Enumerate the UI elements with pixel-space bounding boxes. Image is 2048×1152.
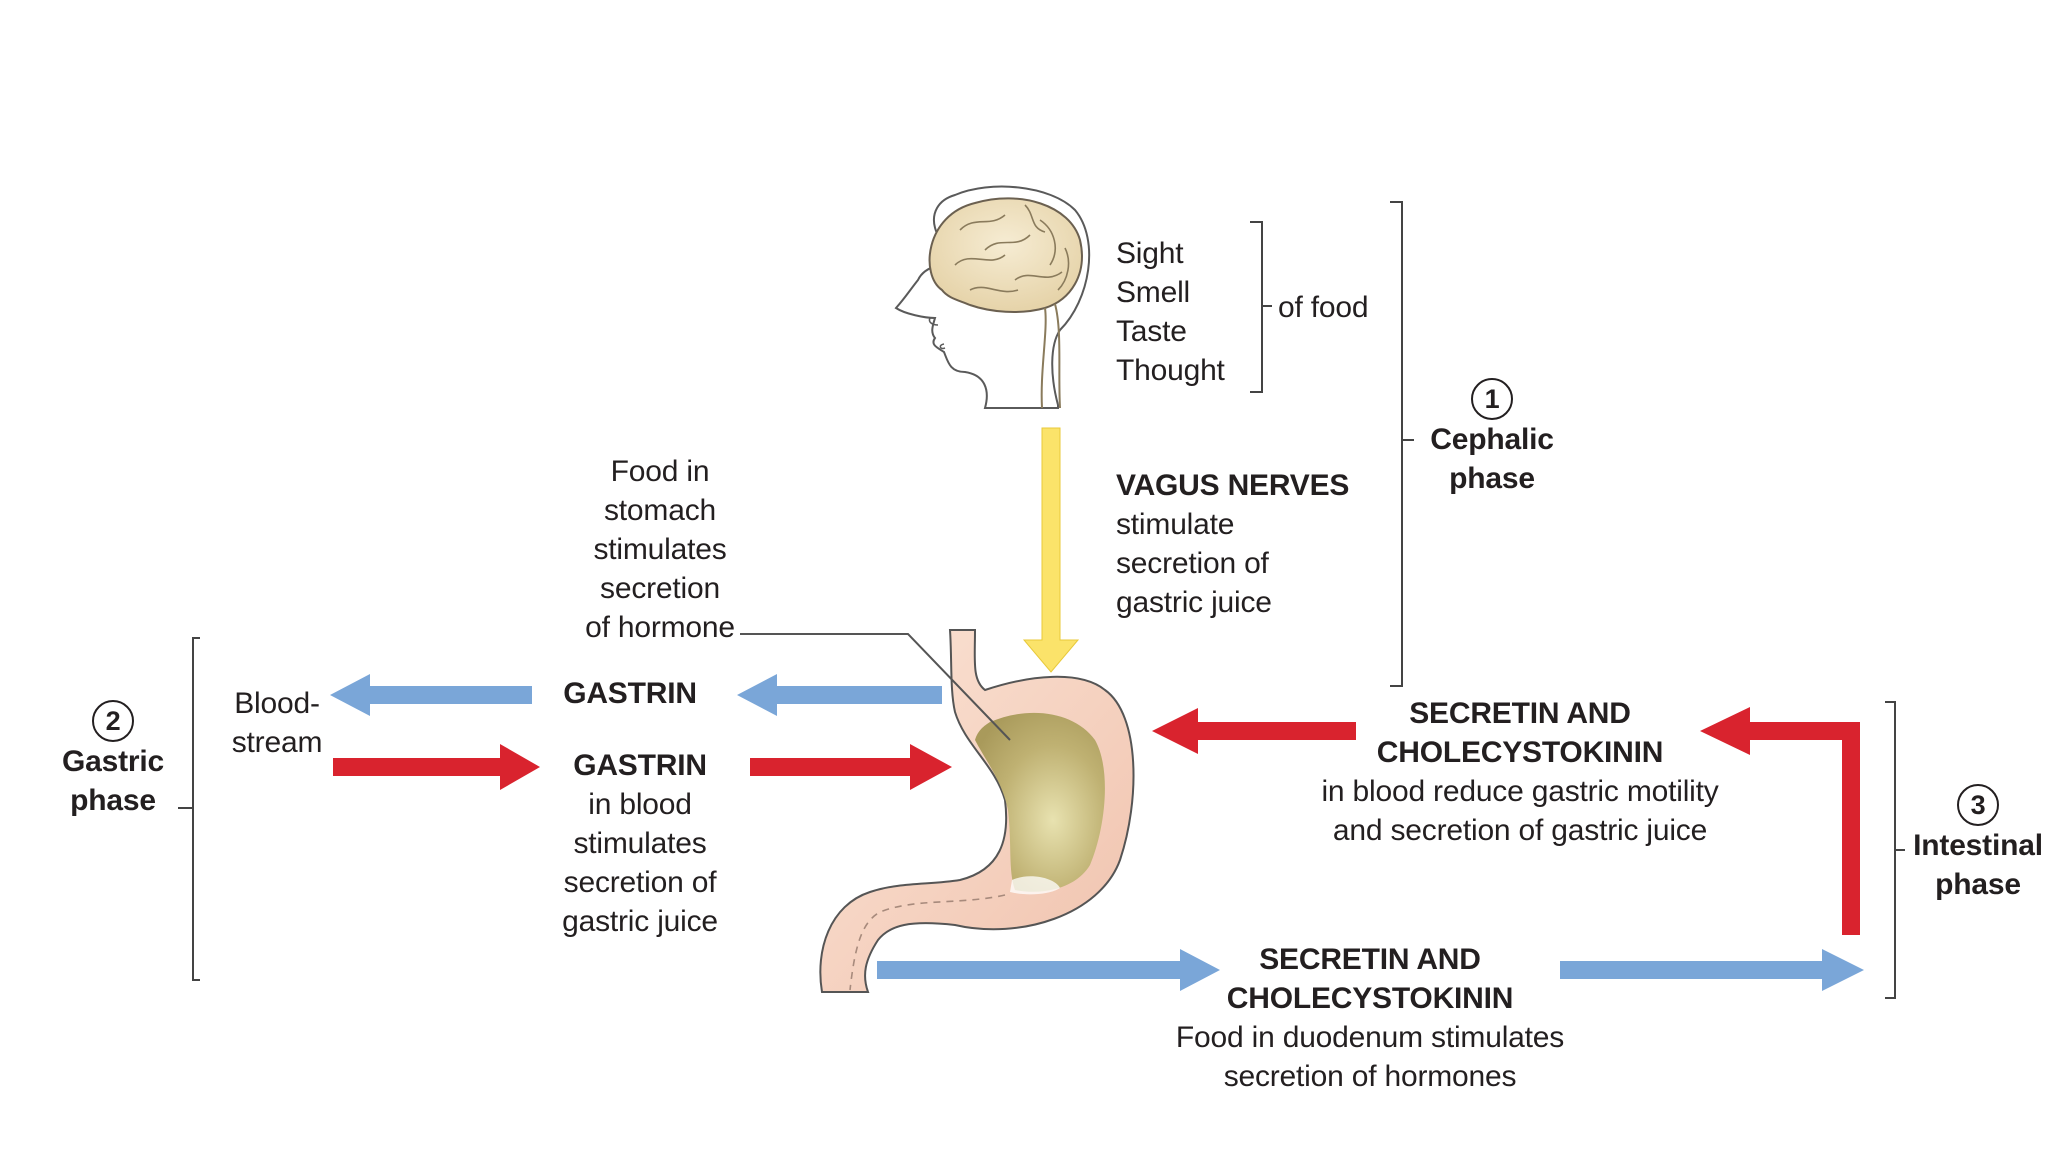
intestinal-phase-label: 3 Intestinal phase (1908, 784, 2048, 904)
bloodstream-line-1: Blood- (234, 687, 320, 720)
vagus-arrow (1022, 427, 1080, 673)
hormone-leader-line (740, 633, 1011, 741)
food-in-stomach-line-4: secretion (600, 572, 720, 605)
vagus-line-2: secretion of (1116, 547, 1269, 580)
phase-number-2: 2 (92, 700, 134, 742)
bloodstream-label: Blood- stream (222, 684, 332, 762)
gastrin-arrow-from-stomach (737, 674, 942, 716)
food-in-stomach-line-1: Food in (610, 455, 710, 488)
secretin-top-label: SECRETIN AND CHOLECYSTOKININ in blood re… (1300, 694, 1740, 850)
vagus-line-1: stimulate (1116, 508, 1235, 541)
gastric-phase-label: 2 Gastric phase (48, 700, 178, 820)
food-in-stomach-label: Food in stomach stimulates secretion of … (570, 452, 750, 647)
secretin-arrow-return-loop (1700, 707, 1860, 935)
secretin-arrow-to-stomach (1152, 708, 1356, 754)
secretin-bottom-line-2: secretion of hormones (1223, 1060, 1517, 1093)
secretin-bottom-title-line-2: CHOLECYSTOKININ (1226, 982, 1514, 1015)
vagus-line-3: gastric juice (1116, 586, 1272, 619)
gastrin-top-label: GASTRIN (563, 677, 697, 710)
gastrin-arrow-to-bloodstream (330, 674, 532, 716)
cephalic-phase-name-line2: phase (1449, 462, 1535, 495)
gastrin-bottom-line-2: stimulates (573, 827, 707, 860)
secretin-top-title-line-2: CHOLECYSTOKININ (1376, 736, 1664, 769)
hormones-arrow-to-intestinal (1560, 949, 1864, 991)
sense-sight: Sight (1116, 237, 1184, 270)
gastrin-bottom-line-1: in blood (588, 788, 692, 821)
gastrin-bottom-title: GASTRIN (573, 749, 707, 782)
phase-number-1: 1 (1471, 378, 1513, 420)
sense-taste: Taste (1116, 315, 1187, 348)
head-brain-illustration (894, 185, 1091, 409)
gastric-bracket (178, 637, 200, 981)
duodenum-arrow-to-hormones (877, 949, 1220, 991)
secretin-bottom-title-line-1: SECRETIN AND (1259, 943, 1481, 976)
gastrin-arrow-from-bloodstream (333, 744, 540, 790)
gastrin-bottom-line-4: gastric juice (562, 905, 718, 938)
of-food-label: of food (1278, 291, 1369, 324)
intestinal-phase-name-line1: Intestinal (1913, 829, 2043, 862)
intestinal-phase-name-line2: phase (1935, 868, 2021, 901)
sense-smell: Smell (1116, 276, 1191, 309)
cephalic-phase-label: 1 Cephalic phase (1422, 378, 1562, 498)
cephalic-bracket (1390, 201, 1414, 687)
food-in-stomach-line-5: of hormone (585, 611, 735, 644)
gastrin-arrow-to-stomach (750, 744, 952, 790)
cephalic-phase-name-line1: Cephalic (1430, 423, 1554, 456)
food-in-stomach-line-2: stomach (604, 494, 716, 527)
secretin-bottom-line-1: Food in duodenum stimulates (1175, 1021, 1565, 1054)
gastrin-bottom-line-3: secretion of (563, 866, 717, 899)
gastric-phase-name-line1: Gastric (62, 745, 164, 778)
intestinal-bracket (1885, 701, 1905, 999)
secretin-top-line-1: in blood reduce gastric motility (1321, 775, 1719, 808)
phase-number-3: 3 (1957, 784, 1999, 826)
secretin-top-title-line-1: SECRETIN AND (1409, 697, 1631, 730)
food-in-stomach-line-3: stimulates (593, 533, 727, 566)
senses-bracket (1250, 221, 1272, 393)
bloodstream-line-2: stream (231, 726, 323, 759)
sense-thought: Thought (1116, 354, 1225, 387)
stomach-illustration (819, 629, 1135, 993)
gastrin-bottom-label: GASTRIN in blood stimulates secretion of… (540, 746, 740, 941)
gastric-phase-name-line2: phase (70, 784, 156, 817)
senses-list: Sight Smell Taste Thought (1116, 234, 1225, 390)
secretin-bottom-label: SECRETIN AND CHOLECYSTOKININ Food in duo… (1160, 940, 1580, 1096)
vagus-nerves-title: VAGUS NERVES (1116, 469, 1350, 502)
vagus-nerves-label: VAGUS NERVES stimulate secretion of gast… (1116, 466, 1349, 622)
secretin-top-line-2: and secretion of gastric juice (1332, 814, 1708, 847)
